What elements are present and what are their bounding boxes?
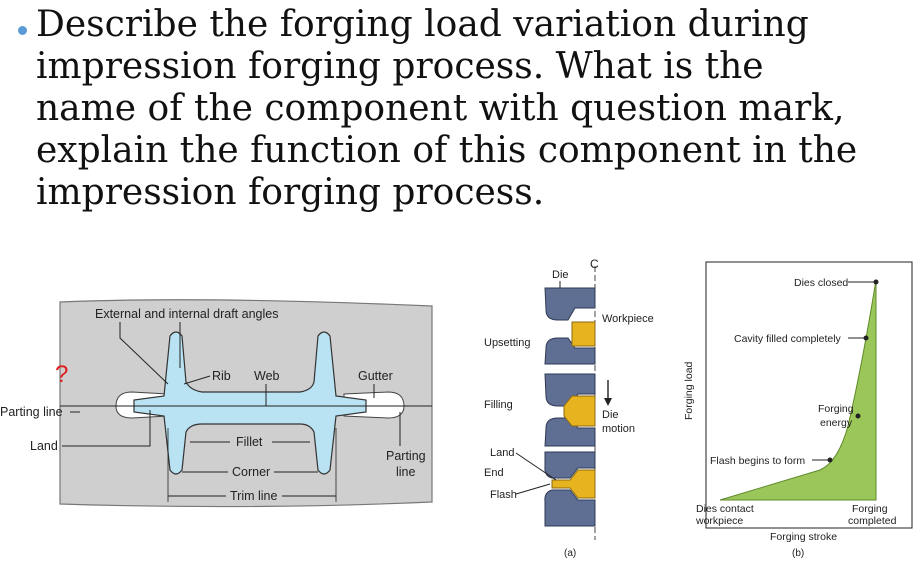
y-axis-label: Forging load (683, 361, 695, 420)
land-label: Land (490, 447, 514, 459)
filling-label: Filling (484, 399, 513, 411)
figure-b-caption: (b) (792, 548, 804, 559)
forging-stages-figure: C Die Workpiece Upsetting Filling Die mo… (484, 257, 654, 559)
dies-closed-label: Dies closed (794, 277, 848, 289)
end-label: End (484, 467, 504, 479)
top-die (544, 287, 596, 321)
question-line: explain the function of this component i… (36, 130, 858, 171)
x-start-label-2: workpiece (695, 515, 743, 527)
workpiece (571, 321, 596, 347)
question-line: Describe the forging load variation duri… (36, 4, 809, 45)
question-mark: ? (55, 361, 68, 388)
die-motion-label: Die (602, 409, 619, 421)
arrow-down-icon (604, 398, 612, 406)
draft-angles-label: External and internal draft angles (95, 307, 278, 321)
bottom-die (544, 337, 596, 365)
x-axis-label: Forging stroke (770, 531, 837, 543)
bottom-die (544, 417, 596, 447)
parting-line-left-label: Parting line (0, 405, 63, 419)
x-end-label-2: completed (848, 515, 897, 527)
rib-label: Rib (212, 369, 231, 383)
workpiece-label: Workpiece (602, 313, 654, 325)
top-die (544, 373, 596, 407)
question-line: impression forging process. What is the (36, 46, 764, 87)
x-start-label: Dies contact (696, 503, 754, 515)
cavity-filled-label: Cavity filled completely (734, 333, 842, 345)
forging-energy-label: Forging (818, 403, 854, 415)
flash-label: Flash (490, 489, 517, 501)
figure-a-caption: (a) (564, 548, 576, 559)
web-label: Web (254, 369, 280, 383)
corner-label: Corner (232, 465, 270, 479)
impression-die-figure: ? External and internal draft angles Rib… (0, 299, 433, 508)
forging-energy-area (719, 279, 877, 501)
die-motion-label-2: motion (602, 423, 635, 435)
question-line: name of the component with question mark… (36, 88, 845, 129)
x-end-label: Forging (852, 503, 888, 515)
flash-begins-label: Flash begins to form (710, 455, 805, 467)
bullet-icon (18, 26, 27, 35)
workpiece (551, 469, 596, 499)
bottom-die (544, 489, 596, 527)
upsetting-label: Upsetting (484, 337, 530, 349)
centerline-label: C (590, 257, 599, 271)
workpiece (563, 395, 596, 427)
fillet-label: Fillet (236, 435, 263, 449)
forging-energy-label-2: energy (820, 417, 853, 429)
parting-line-right-label-2: line (396, 465, 416, 479)
gutter-label: Gutter (358, 369, 393, 383)
forging-load-chart: Dies closed Cavity filled completely For… (683, 261, 913, 559)
forging-cavity (133, 331, 367, 475)
trim-line-label: Trim line (230, 489, 278, 503)
parting-line-right-label: Parting (386, 449, 426, 463)
land-label: Land (30, 439, 58, 453)
question-text: Describe the forging load variation duri… (36, 4, 908, 214)
top-die (544, 451, 596, 479)
die-label: Die (552, 269, 569, 281)
question-line: impression forging process. (36, 172, 545, 213)
question-block: Describe the forging load variation duri… (18, 4, 908, 214)
